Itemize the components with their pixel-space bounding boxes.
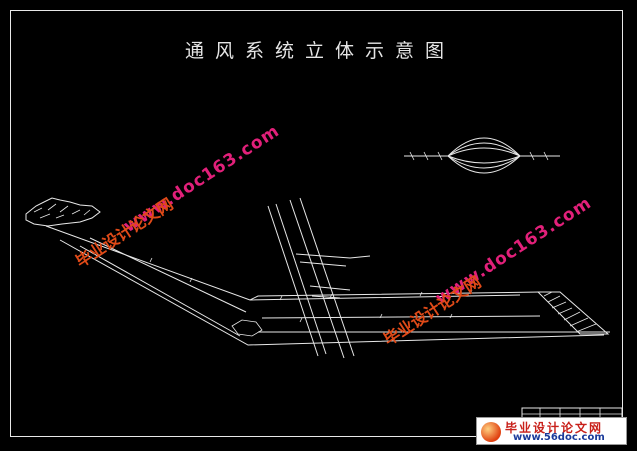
- shaft-left-1: [267, 205, 319, 357]
- shaft-link-4: [311, 295, 341, 299]
- roadway-mid: [261, 315, 541, 319]
- drawing-title: 通风系统立体示意图: [185, 40, 456, 62]
- logo-cn-text: 毕业设计论文网: [505, 421, 604, 435]
- network-arc-1: [447, 137, 521, 157]
- tick-marks: [149, 257, 473, 323]
- outcrop-hatch: [33, 203, 91, 219]
- incline-lower-line: [59, 239, 605, 346]
- globe-icon: [481, 422, 501, 442]
- shaft-right-1: [289, 199, 345, 359]
- network-arc-4: [447, 155, 521, 164]
- shaft-link-3: [309, 285, 351, 291]
- surface-outcrop: [25, 197, 101, 227]
- incline-inner-line-1: [89, 237, 247, 313]
- shaft-link-1: [295, 253, 371, 259]
- network-arc-3: [447, 147, 521, 157]
- shaft-link-2: [299, 261, 347, 267]
- network-ticks: [409, 151, 549, 161]
- drawing-border: [10, 10, 623, 437]
- roadway-upper: [249, 291, 541, 301]
- site-logo[interactable]: 毕业设计论文网 www.56doc.com: [476, 417, 627, 445]
- network-arc-5: [447, 155, 521, 169]
- network-arc-2: [447, 142, 521, 157]
- working-face: [536, 291, 610, 335]
- incline-inner-line-2: [79, 245, 241, 337]
- working-face-hatch: [543, 291, 597, 333]
- logo-url-text: www.56doc.com: [513, 432, 605, 443]
- junction-node: [231, 319, 263, 337]
- shaft-right-2: [299, 197, 355, 357]
- network-arc-6: [447, 155, 521, 174]
- shaft-left-2: [275, 203, 327, 355]
